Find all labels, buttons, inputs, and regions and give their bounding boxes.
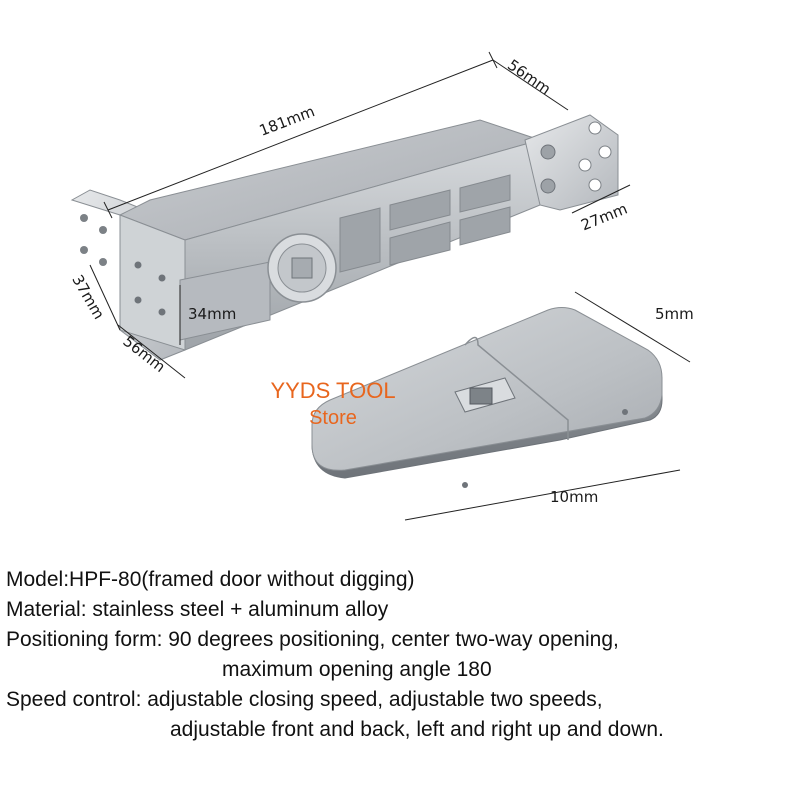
- dim-cover-length-label: 10mm: [550, 488, 599, 506]
- spec-material: Material: stainless steel + aluminum all…: [6, 598, 389, 621]
- watermark-line2: Store: [309, 407, 357, 429]
- body-end-face: [119, 214, 186, 351]
- spec-speed-line1: Speed control: adjustable closing speed,…: [6, 688, 603, 711]
- body-slots: [339, 174, 511, 273]
- dimension-lines: [89, 51, 691, 521]
- dim-inner-height-label: 34mm: [188, 305, 237, 323]
- dim-cover-thickness-label: 5mm: [655, 305, 694, 323]
- spindle-square: [291, 257, 313, 279]
- cover-plate: [311, 307, 663, 488]
- spec-speed-line2: adjustable front and back, left and righ…: [170, 718, 664, 741]
- spec-model: Model:HPF-80(framed door without digging…: [6, 568, 415, 591]
- product-photo: [70, 51, 691, 521]
- spec-positioning-line2: maximum opening angle 180: [222, 658, 492, 681]
- hinge-body: [70, 114, 619, 361]
- spec-positioning-line1: Positioning form: 90 degrees positioning…: [6, 628, 619, 651]
- store-watermark: YYDS TOOL Store: [238, 378, 428, 429]
- right-plate: [524, 114, 619, 211]
- watermark-line1: YYDS TOOL: [270, 378, 396, 403]
